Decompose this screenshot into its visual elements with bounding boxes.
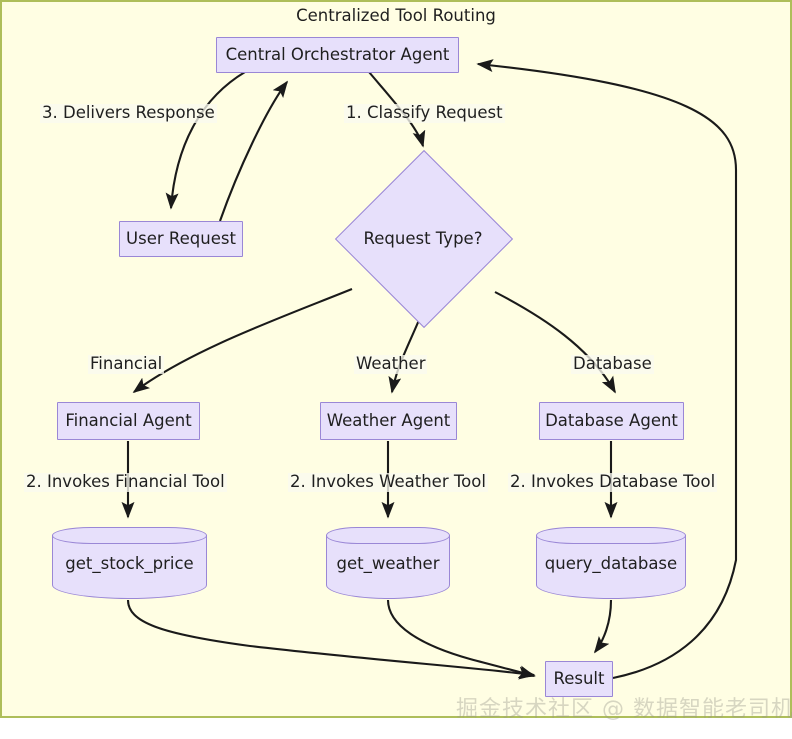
- node-label: Weather Agent: [326, 410, 451, 430]
- cylinder-top: [52, 527, 207, 544]
- node-label: Financial Agent: [65, 410, 192, 430]
- node-label: get_weather: [336, 553, 440, 573]
- node-weather-agent[interactable]: Weather Agent: [320, 402, 457, 440]
- node-financial-agent[interactable]: Financial Agent: [57, 402, 200, 440]
- cylinder-top: [536, 527, 686, 544]
- edge-label-classify-request: 1. Classify Request: [344, 103, 505, 123]
- watermark-text: 掘金技术社区 @ 数据智能老司机: [456, 697, 792, 722]
- node-label: Central Orchestrator Agent: [225, 44, 450, 64]
- edge-label-invokes-weather: 2. Invokes Weather Tool: [288, 472, 488, 492]
- edge-label-branch-database: Database: [571, 354, 654, 374]
- node-central-orchestrator-agent[interactable]: Central Orchestrator Agent: [216, 37, 459, 73]
- page-title: Centralized Tool Routing: [296, 6, 496, 25]
- node-label: User Request: [126, 228, 236, 248]
- node-request-type[interactable]: Request Type?: [334, 149, 514, 329]
- cylinder-body: [326, 535, 450, 599]
- node-result[interactable]: Result: [545, 661, 613, 697]
- edge-label-invokes-database: 2. Invokes Database Tool: [508, 472, 718, 492]
- node-query-database[interactable]: query_database: [536, 527, 686, 599]
- edge-label-branch-weather: Weather: [354, 354, 428, 374]
- node-get-weather[interactable]: get_weather: [326, 527, 450, 599]
- edge-label-branch-financial: Financial: [88, 354, 165, 374]
- cylinder-body: [536, 535, 686, 599]
- node-user-request[interactable]: User Request: [119, 221, 243, 257]
- node-label: query_database: [544, 553, 678, 573]
- node-get-stock-price[interactable]: get_stock_price: [52, 527, 207, 599]
- edge-label-invokes-financial: 2. Invokes Financial Tool: [24, 472, 227, 492]
- node-label: get_stock_price: [65, 553, 194, 573]
- cylinder-body: [52, 535, 207, 599]
- node-database-agent[interactable]: Database Agent: [539, 402, 684, 440]
- node-label: Database Agent: [545, 410, 678, 430]
- edge-label-delivers-response: 3. Delivers Response: [40, 103, 217, 123]
- node-label: Request Type?: [363, 228, 483, 248]
- cylinder-top: [326, 527, 450, 544]
- node-label: Result: [553, 668, 605, 688]
